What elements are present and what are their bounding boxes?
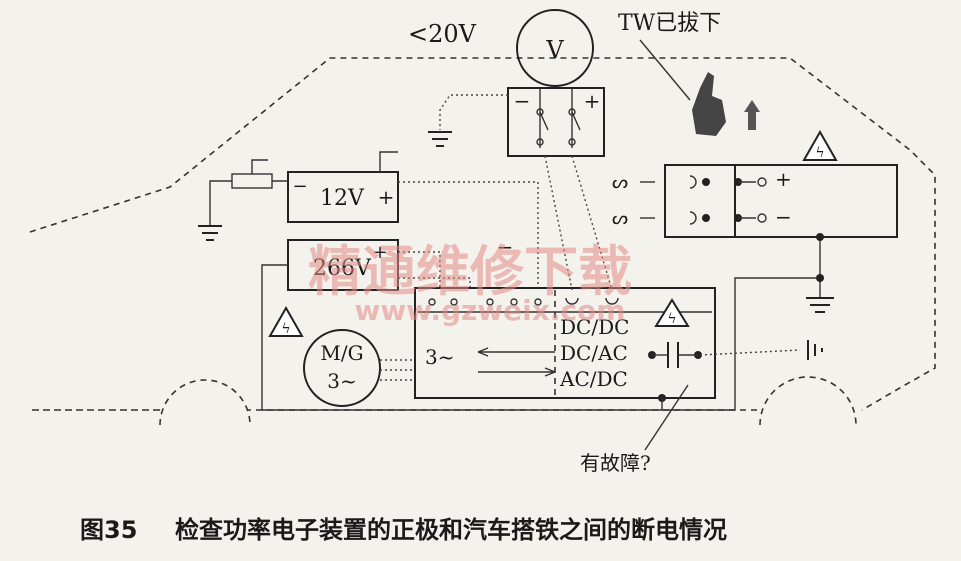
battery-12v [287,171,399,223]
service-plug-module [664,164,898,238]
battery-12v-minus: − [292,176,307,197]
watermark-line-1: 精通维修下载 [308,240,632,303]
conn-minus: − [497,235,514,259]
connector-contacts: ᔕ ᔕ [612,172,767,229]
dcac-label: DC/AC [560,341,628,365]
voltmeter [516,9,594,87]
three-phase-label: 3~ [425,345,454,369]
watermark-line-2: www.gzweix.com [355,294,626,327]
battery-12v-label: 12V [320,186,365,211]
battery-12v-plus: + [378,185,395,209]
motor-gen-label-2: 3~ [327,369,356,393]
ground-symbol [428,131,452,147]
probe-box [507,87,605,157]
under-20v-label: <20V [408,20,477,48]
tw-removed-label: TW已拔下 [618,11,721,36]
warning-icon-pe: ϟ [654,298,690,327]
hand-unplug-icon [692,72,760,136]
probe-plus: + [584,89,601,113]
fault-question-label: 有故障? [580,451,651,475]
fuse [231,173,273,189]
chassis-ground-symbol [807,340,823,360]
pe-terminals [428,297,619,306]
ground-symbol-12v [198,225,222,241]
front-wheel [159,379,251,426]
voltmeter-label: V [545,36,564,64]
motor-generator [303,329,381,407]
capacitor [648,342,702,368]
power-electronics-unit [414,287,716,399]
svg-text:ᔕ: ᔕ [612,208,628,229]
figure-number: 图35 [80,516,137,544]
dcdc-label: DC/DC [560,315,629,339]
warning-icon-motor: ϟ [268,305,304,337]
battery-266v-label: 266V [313,256,372,281]
module-minus: − [775,205,792,229]
conn-plus: + [372,242,387,263]
svg-text:ϟ: ϟ [815,145,824,161]
figure-caption: 检查功率电子装置的正极和汽车搭铁之间的断电情况 [175,516,727,544]
svg-text:ϟ: ϟ [281,321,290,337]
svg-text:ϟ: ϟ [667,311,676,327]
svg-text:ᔕ: ᔕ [612,172,628,193]
module-plus: + [775,167,792,191]
rear-wheel [759,376,857,426]
car-outline [29,57,936,411]
probe-minus: − [514,89,531,113]
warning-icon-module: ϟ [802,129,838,161]
ground-symbol-module [806,297,834,313]
acdc-label: AC/DC [559,367,628,391]
motor-gen-label-1: M/G [320,341,363,365]
